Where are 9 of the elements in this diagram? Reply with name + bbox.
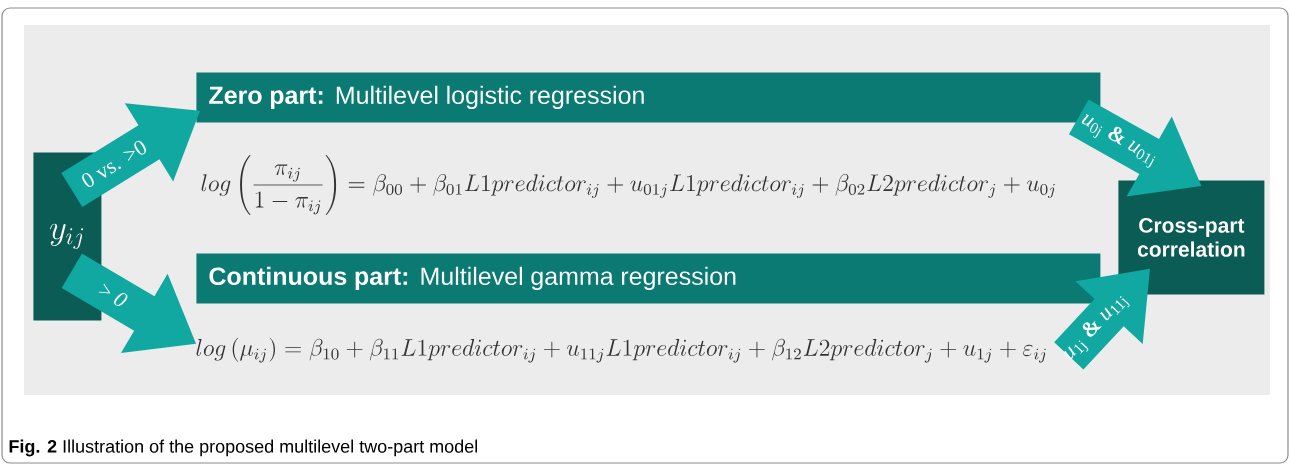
heading-band: Continuous part: Multilevel gamma regression — [196, 253, 1101, 304]
equation: $log\left(\mu_{ij}\right)=\beta_{10}+\beta_{11}L1predictor_{ij}+u_{11j}L1predictor_{ij}+\beta_{12}L2predictor_{j}+u_{1j}+\varepsilon_{ij}$ — [196, 337, 1046, 363]
equation: $log\left(\frac{\pi_{ij}}{1-\pi_{ij}}\right)=\beta_{00}+\beta_{01}L1predictor_{ij}+u_{01j}L1predictor_{ij}+\beta_{02}L2predictor_{j}+u_{0j}$ — [201, 155, 1055, 215]
block-arrow — [61, 103, 200, 207]
figure-caption: Fig. 2 Illustration of the proposed multilevel two-part model — [9, 439, 477, 457]
block-arrow — [1054, 268, 1150, 370]
result-box: Cross-part correlation — [1118, 180, 1265, 295]
block-arrow — [61, 253, 196, 354]
block-arrow — [1068, 99, 1202, 197]
